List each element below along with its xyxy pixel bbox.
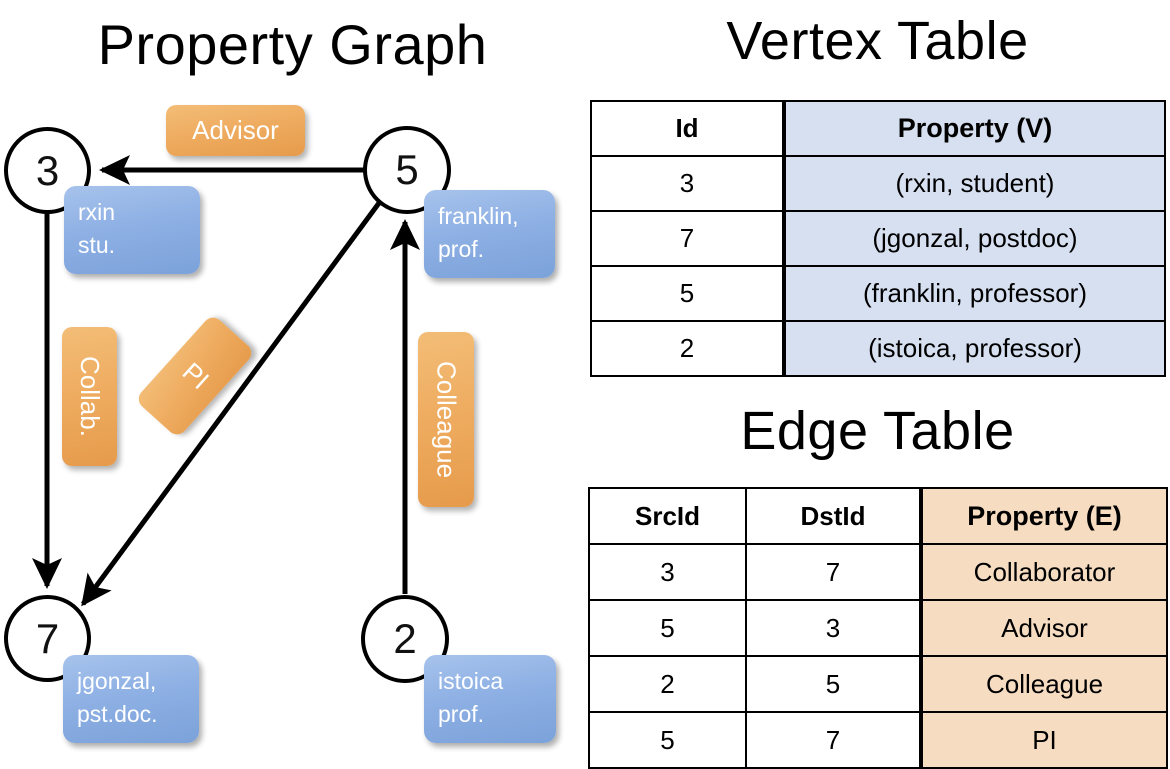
table-row[interactable]: 2 5 Colleague bbox=[588, 655, 1168, 713]
node-property-jgonzal-line2: pst.doc. bbox=[77, 701, 158, 728]
page-title-vertex-table: Vertex Table bbox=[726, 11, 1029, 71]
vertex-table-header-row: Id Property (V) bbox=[590, 100, 1166, 157]
node-property-franklin-line1: franklin, bbox=[438, 203, 519, 229]
edge-row-2-src: 2 bbox=[588, 655, 747, 713]
edge-row-0-dst: 7 bbox=[745, 543, 922, 601]
table-row[interactable]: 2 (istoica, professor) bbox=[590, 320, 1166, 377]
edge-label-collab-text: Collab. bbox=[75, 356, 105, 437]
table-row[interactable]: 5 (franklin, professor) bbox=[590, 265, 1166, 322]
vertex-table: Id Property (V) 3 (rxin, student) 7 (jgo… bbox=[590, 100, 1166, 377]
graph-node-2-label: 2 bbox=[393, 615, 417, 662]
edge-table: SrcId DstId Property (E) 3 7 Collaborato… bbox=[588, 487, 1168, 769]
edge-row-3-dst: 7 bbox=[745, 711, 922, 769]
page-title-property-graph: Property Graph bbox=[97, 13, 488, 76]
edge-row-0-property: Collaborator bbox=[919, 543, 1168, 601]
edge-row-1-src: 5 bbox=[588, 599, 747, 657]
node-property-box-jgonzal: jgonzal, pst.doc. bbox=[63, 655, 199, 743]
table-row[interactable]: 5 3 Advisor bbox=[588, 599, 1168, 657]
vertex-row-3-id: 2 bbox=[590, 320, 785, 377]
edge-row-0-src: 3 bbox=[588, 543, 747, 601]
node-property-box-franklin: franklin, prof. bbox=[424, 190, 555, 278]
edge-row-1-property: Advisor bbox=[919, 599, 1168, 657]
graph-node-7-label: 7 bbox=[35, 614, 60, 662]
edge-row-3-property: PI bbox=[919, 711, 1168, 769]
table-row[interactable]: 5 7 PI bbox=[588, 711, 1168, 769]
vertex-row-2-property: (franklin, professor) bbox=[782, 265, 1166, 322]
graph-node-5[interactable]: 5 bbox=[363, 126, 451, 214]
table-row[interactable]: 3 (rxin, student) bbox=[590, 155, 1166, 212]
graph-node-5-label: 5 bbox=[395, 146, 419, 193]
graph-node-2[interactable]: 2 bbox=[361, 595, 449, 683]
table-row[interactable]: 7 (jgonzal, postdoc) bbox=[590, 210, 1166, 267]
edge-table-header-row: SrcId DstId Property (E) bbox=[588, 487, 1168, 545]
edge-row-1-dst: 3 bbox=[745, 599, 922, 657]
vertex-row-2-id: 5 bbox=[590, 265, 785, 322]
edge-row-2-dst: 5 bbox=[745, 655, 922, 713]
node-property-istoica-line1: istoica bbox=[438, 668, 504, 694]
vertex-row-3-property: (istoica, professor) bbox=[782, 320, 1166, 377]
edge-row-2-property: Colleague bbox=[919, 655, 1168, 713]
graph-node-3-label: 3 bbox=[35, 146, 60, 194]
edge-5-to-7-pi bbox=[80, 201, 382, 607]
node-property-rxin-line2: stu. bbox=[78, 232, 116, 259]
edge-table-header-property: Property (E) bbox=[919, 487, 1168, 545]
vertex-table-header-id: Id bbox=[590, 100, 785, 157]
edge-label-colleague: Colleague bbox=[418, 332, 474, 507]
node-property-box-rxin: rxin stu. bbox=[64, 186, 200, 274]
edge-label-advisor-text: Advisor bbox=[192, 115, 279, 145]
node-property-istoica-line2: prof. bbox=[438, 701, 485, 728]
vertex-table-header-property: Property (V) bbox=[782, 100, 1166, 157]
table-row[interactable]: 3 7 Collaborator bbox=[588, 543, 1168, 601]
property-graph-diagram: 3 5 7 2 rxin stu. franklin, prof. jgonza… bbox=[0, 0, 585, 760]
vertex-row-1-property: (jgonzal, postdoc) bbox=[782, 210, 1166, 267]
edge-label-collab: Collab. bbox=[62, 327, 117, 466]
graph-edges-layer bbox=[32, 155, 420, 607]
node-property-franklin-line2: prof. bbox=[438, 236, 485, 263]
node-property-box-istoica: istoica prof. bbox=[424, 655, 556, 743]
edge-row-3-src: 5 bbox=[588, 711, 747, 769]
vertex-row-1-id: 7 bbox=[590, 210, 785, 267]
edge-label-pi-text: PI bbox=[176, 356, 215, 396]
vertex-row-0-id: 3 bbox=[590, 155, 785, 212]
node-property-rxin-line1: rxin bbox=[78, 199, 116, 225]
edge-label-colleague-text: Colleague bbox=[431, 360, 462, 479]
vertex-row-0-property: (rxin, student) bbox=[782, 155, 1166, 212]
edge-table-header-dstid: DstId bbox=[745, 487, 922, 545]
page-title-edge-table: Edge Table bbox=[740, 401, 1015, 461]
edge-label-advisor: Advisor bbox=[166, 105, 305, 156]
node-property-jgonzal-line1: jgonzal, bbox=[77, 668, 157, 694]
edge-table-header-srcid: SrcId bbox=[588, 487, 747, 545]
